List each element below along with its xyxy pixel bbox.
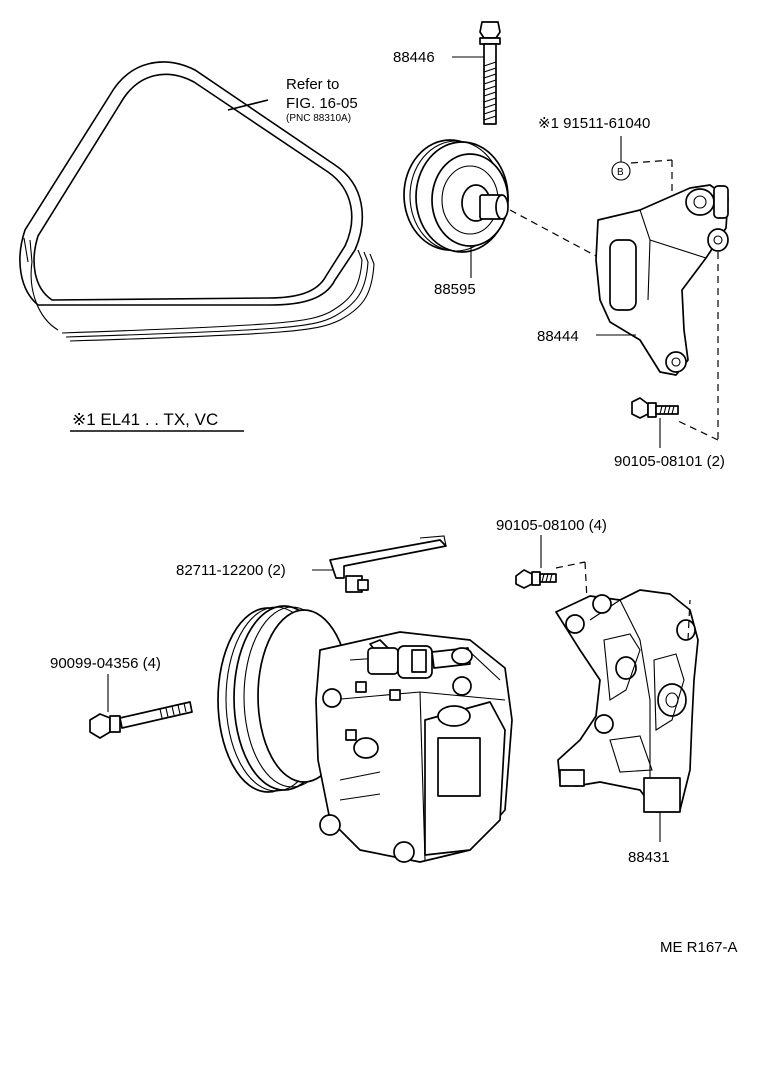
bracket-88431: [555, 589, 699, 813]
label-90099-04356: 90099-04356 (4): [50, 655, 161, 672]
belt-ref-line2: FIG. 16-05: [286, 95, 358, 112]
drive-belt: [19, 61, 375, 342]
label-88444: 88444: [537, 328, 579, 345]
label-91511-61040: ※1 91511-61040: [538, 115, 650, 132]
ac-compressor: [217, 605, 513, 863]
label-82711-12200: 82711-12200 (2): [176, 562, 286, 579]
note-el41: ※1 EL41 . . TX, VC: [72, 410, 218, 429]
belt-ref-line3: (PNC 88310A): [286, 113, 351, 124]
bolt-90099-04356: [89, 701, 193, 739]
bolt-90105-08101: [631, 397, 679, 419]
label-90105-08101: 90105-08101 (2): [614, 453, 725, 470]
label-88446: 88446: [393, 49, 435, 66]
idler-pulley-88595: [403, 139, 509, 253]
callout-b: B: [617, 167, 624, 178]
label-90105-08100: 90105-08100 (4): [496, 517, 607, 534]
bracket-88444: [595, 184, 729, 376]
clamp-82711-12200: [329, 535, 447, 593]
belt-ref-line1: Refer to: [286, 76, 339, 93]
figure-code: ME R167-A: [660, 939, 738, 956]
bolt-90105-08100: [515, 569, 557, 589]
label-88431: 88431: [628, 849, 670, 866]
label-88595: 88595: [434, 281, 476, 298]
bolt-88446: [479, 21, 501, 125]
